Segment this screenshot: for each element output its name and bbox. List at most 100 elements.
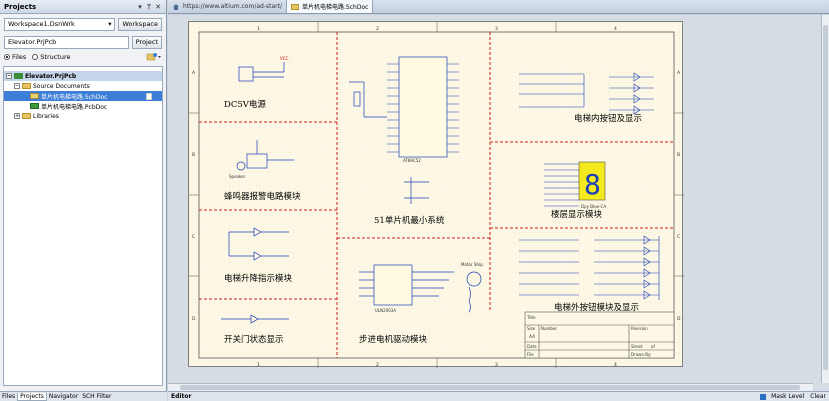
title-block-revision-label: Revision: [631, 326, 648, 331]
schematic-editor[interactable]: VCC Speaker AT89C52: [168, 15, 829, 391]
chevron-down-icon: ▾: [108, 20, 112, 28]
schematic-doc-icon: [30, 93, 39, 99]
title-block-drawn-label: Drawn By:: [631, 352, 651, 357]
row-label: B: [677, 152, 680, 158]
seven-seg-digit: 8: [584, 168, 601, 201]
schematic-doc-icon: [291, 3, 299, 10]
row-label: A: [677, 70, 681, 76]
collapse-icon[interactable]: −: [6, 73, 12, 79]
expand-icon[interactable]: +: [14, 113, 20, 119]
module-title-updown: 电梯升降指示模块: [224, 274, 293, 284]
status-editor: Editor: [171, 393, 192, 400]
motor-label: Motor Step: [461, 262, 483, 267]
module-title-inner: 电梯内按钮及显示: [574, 114, 643, 124]
tree-pcbdoc-label: 单片机电梯电路.PcbDoc: [41, 103, 108, 111]
structure-label: Structure: [40, 53, 71, 61]
workspace-button[interactable]: Workspace: [118, 17, 162, 31]
document-icon: [146, 92, 152, 100]
collapse-icon[interactable]: −: [14, 83, 20, 89]
panel-title: Projects: [4, 2, 37, 11]
vcc-label: VCC: [280, 56, 289, 61]
driver-chip-label: ULN2003A: [375, 308, 396, 313]
module-title-buzzer: 蜂鸣器报警电路模块: [224, 192, 301, 202]
project-field[interactable]: Elevator.PrjPcb: [4, 35, 129, 49]
project-tree: − Elevator.PrjPcb − Source Documents 单片机…: [3, 66, 163, 386]
seg-label: Dpy Blue-CA: [581, 204, 606, 209]
panel-title-bar: Projects ▾ ᛘ ✕: [0, 0, 166, 14]
title-block-size: A4: [529, 334, 535, 340]
tab-projects[interactable]: Projects: [17, 392, 47, 401]
module-title-floor: 楼层显示模块: [551, 210, 603, 220]
folder-icon: [22, 113, 31, 119]
tree-item-libraries[interactable]: + Libraries: [4, 111, 162, 121]
col-label: 1: [257, 362, 260, 368]
row-label: D: [192, 316, 196, 322]
row-label: D: [677, 316, 681, 322]
row-label: C: [677, 234, 680, 240]
schematic-drawing: VCC Speaker AT89C52: [189, 22, 684, 368]
status-bar: Editor Mask Level Clear: [168, 391, 829, 401]
row-label: C: [192, 234, 195, 240]
project-options-icon[interactable]: [146, 52, 162, 62]
project-value: Elevator.PrjPcb: [8, 38, 57, 46]
workspace-select[interactable]: Workspace1.DsnWrk ▾: [4, 17, 116, 31]
home-icon: [173, 3, 179, 10]
title-block-sheet-label: Sheet: [631, 344, 643, 349]
row-label: A: [192, 70, 196, 76]
files-radio[interactable]: [4, 54, 10, 60]
panel-tabs: Files Projects Navigator SCH Filter: [0, 391, 167, 401]
tab-navigator[interactable]: Navigator: [48, 393, 79, 400]
files-label: Files: [12, 53, 27, 61]
col-label: 2: [376, 26, 379, 32]
module-title-dc5v: DC5V电源: [224, 100, 266, 110]
pcb-doc-icon: [30, 103, 39, 109]
project-button[interactable]: Project: [131, 35, 162, 49]
projects-panel: Projects ▾ ᛘ ✕ Workspace1.DsnWrk ▾ Works…: [0, 0, 167, 401]
tree-item-pcbdoc[interactable]: 单片机电梯电路.PcbDoc: [4, 101, 162, 111]
tree-libraries-label: Libraries: [33, 112, 59, 120]
tree-item-project[interactable]: − Elevator.PrjPcb: [4, 71, 162, 81]
scroll-thumb[interactable]: [823, 25, 828, 370]
document-tabs: https://www.altium.com/ad-start/ 单片机电梯电路…: [168, 0, 829, 14]
title-block-number-label: Number: [541, 326, 557, 331]
workspace-row: Workspace1.DsnWrk ▾ Workspace: [0, 16, 166, 32]
scroll-thumb[interactable]: [180, 385, 800, 390]
folder-icon: [22, 83, 31, 89]
col-label: 3: [495, 26, 498, 32]
view-mode: Files Structure: [0, 50, 166, 64]
mcu-chip-label: AT89C52: [403, 158, 421, 163]
buzzer-label: Speaker: [229, 174, 246, 179]
col-label: 1: [257, 26, 260, 32]
title-block-of-label: of: [651, 344, 655, 349]
tab-home[interactable]: https://www.altium.com/ad-start/: [168, 0, 287, 13]
schematic-sheet[interactable]: VCC Speaker AT89C52: [188, 21, 684, 368]
title-block-size-label: Size: [527, 326, 536, 331]
tree-project-label: Elevator.PrjPcb: [25, 72, 77, 80]
tab-sch-filter[interactable]: SCH Filter: [82, 393, 112, 400]
pin-icon[interactable]: ᛘ: [146, 2, 152, 11]
module-title-outer: 电梯外按钮模块及显示: [554, 303, 640, 313]
vertical-scrollbar[interactable]: [821, 15, 829, 383]
tab-files[interactable]: Files: [2, 393, 16, 400]
workspace-value: Workspace1.DsnWrk: [8, 20, 75, 28]
module-title-mcu: 51单片机最小系统: [374, 216, 445, 226]
col-label: 2: [376, 362, 379, 368]
tab-schdoc[interactable]: 单片机电梯电路.SchDoc: [287, 0, 374, 13]
tree-item-schdoc[interactable]: 单片机电梯电路.SchDoc: [4, 91, 162, 101]
title-block-file-label: File: [527, 352, 534, 357]
horizontal-scrollbar[interactable]: [168, 383, 813, 391]
project-row: Elevator.PrjPcb Project: [0, 34, 166, 50]
dropdown-icon[interactable]: ▾: [138, 2, 142, 11]
row-label: B: [192, 152, 195, 158]
close-icon[interactable]: ✕: [155, 2, 161, 11]
mask-level-icon: [760, 393, 767, 400]
tab-url-label: https://www.altium.com/ad-start/: [183, 3, 282, 10]
col-label: 4: [614, 26, 617, 32]
clear-button[interactable]: Clear: [810, 393, 826, 400]
title-block-date-label: Date: [527, 344, 537, 349]
mask-level-button[interactable]: Mask Level: [771, 393, 805, 400]
module-title-door: 开关门状态显示: [224, 335, 284, 345]
tree-item-source-documents[interactable]: − Source Documents: [4, 81, 162, 91]
structure-radio[interactable]: [32, 54, 39, 60]
tree-schdoc-label: 单片机电梯电路.SchDoc: [41, 93, 108, 101]
